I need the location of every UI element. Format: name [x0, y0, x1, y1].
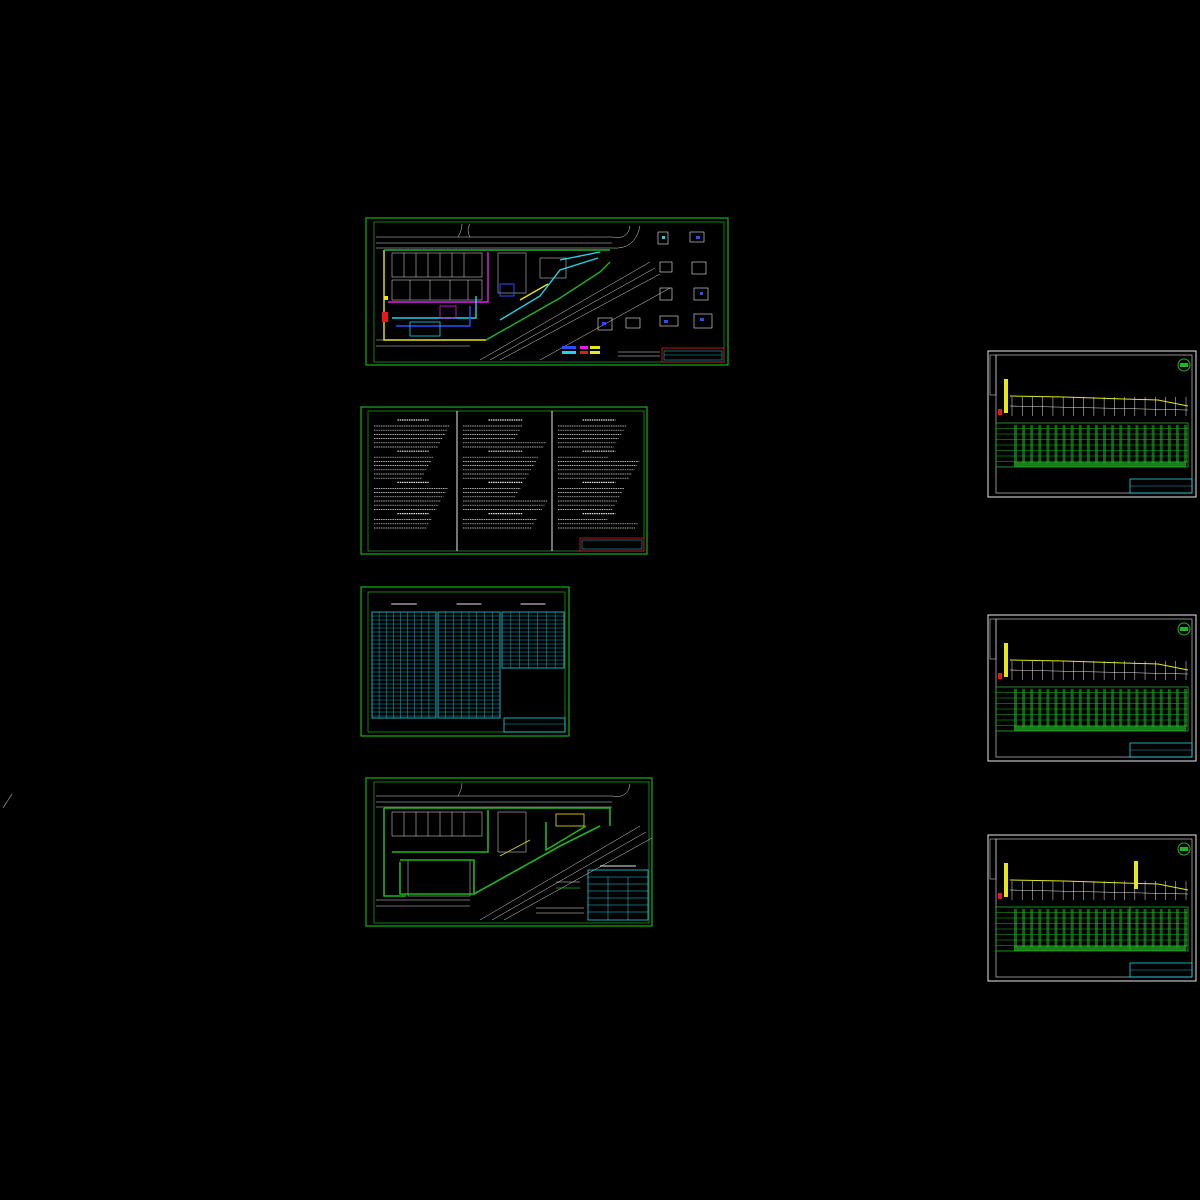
- quantity-table: [587, 865, 649, 921]
- sheet-profile-3[interactable]: [987, 834, 1197, 982]
- road-linework: [376, 223, 671, 361]
- pipe-network: [383, 249, 611, 341]
- pipe-details: [382, 283, 515, 337]
- sheet-site-plan-drainage[interactable]: [365, 217, 729, 366]
- sheet-profile-1[interactable]: [987, 350, 1197, 498]
- road-linework: [376, 782, 653, 921]
- title-block: [503, 717, 566, 733]
- legend: [562, 346, 660, 357]
- sheet-profile-2[interactable]: [987, 614, 1197, 762]
- title-block: [661, 347, 725, 363]
- detail-symbols: [597, 231, 713, 331]
- notes-text-lines: [374, 419, 640, 529]
- pipe-network: [383, 807, 611, 897]
- sheet-quantity-tables[interactable]: [360, 586, 570, 737]
- parking-blocks: [391, 252, 567, 301]
- title-block: [579, 537, 645, 552]
- quantity-table-grid: [371, 603, 565, 719]
- legend: [536, 881, 584, 914]
- stray-line-fragment: [4, 798, 10, 805]
- sheet-site-plan-water[interactable]: [365, 777, 653, 927]
- sheet-design-notes[interactable]: [360, 406, 648, 555]
